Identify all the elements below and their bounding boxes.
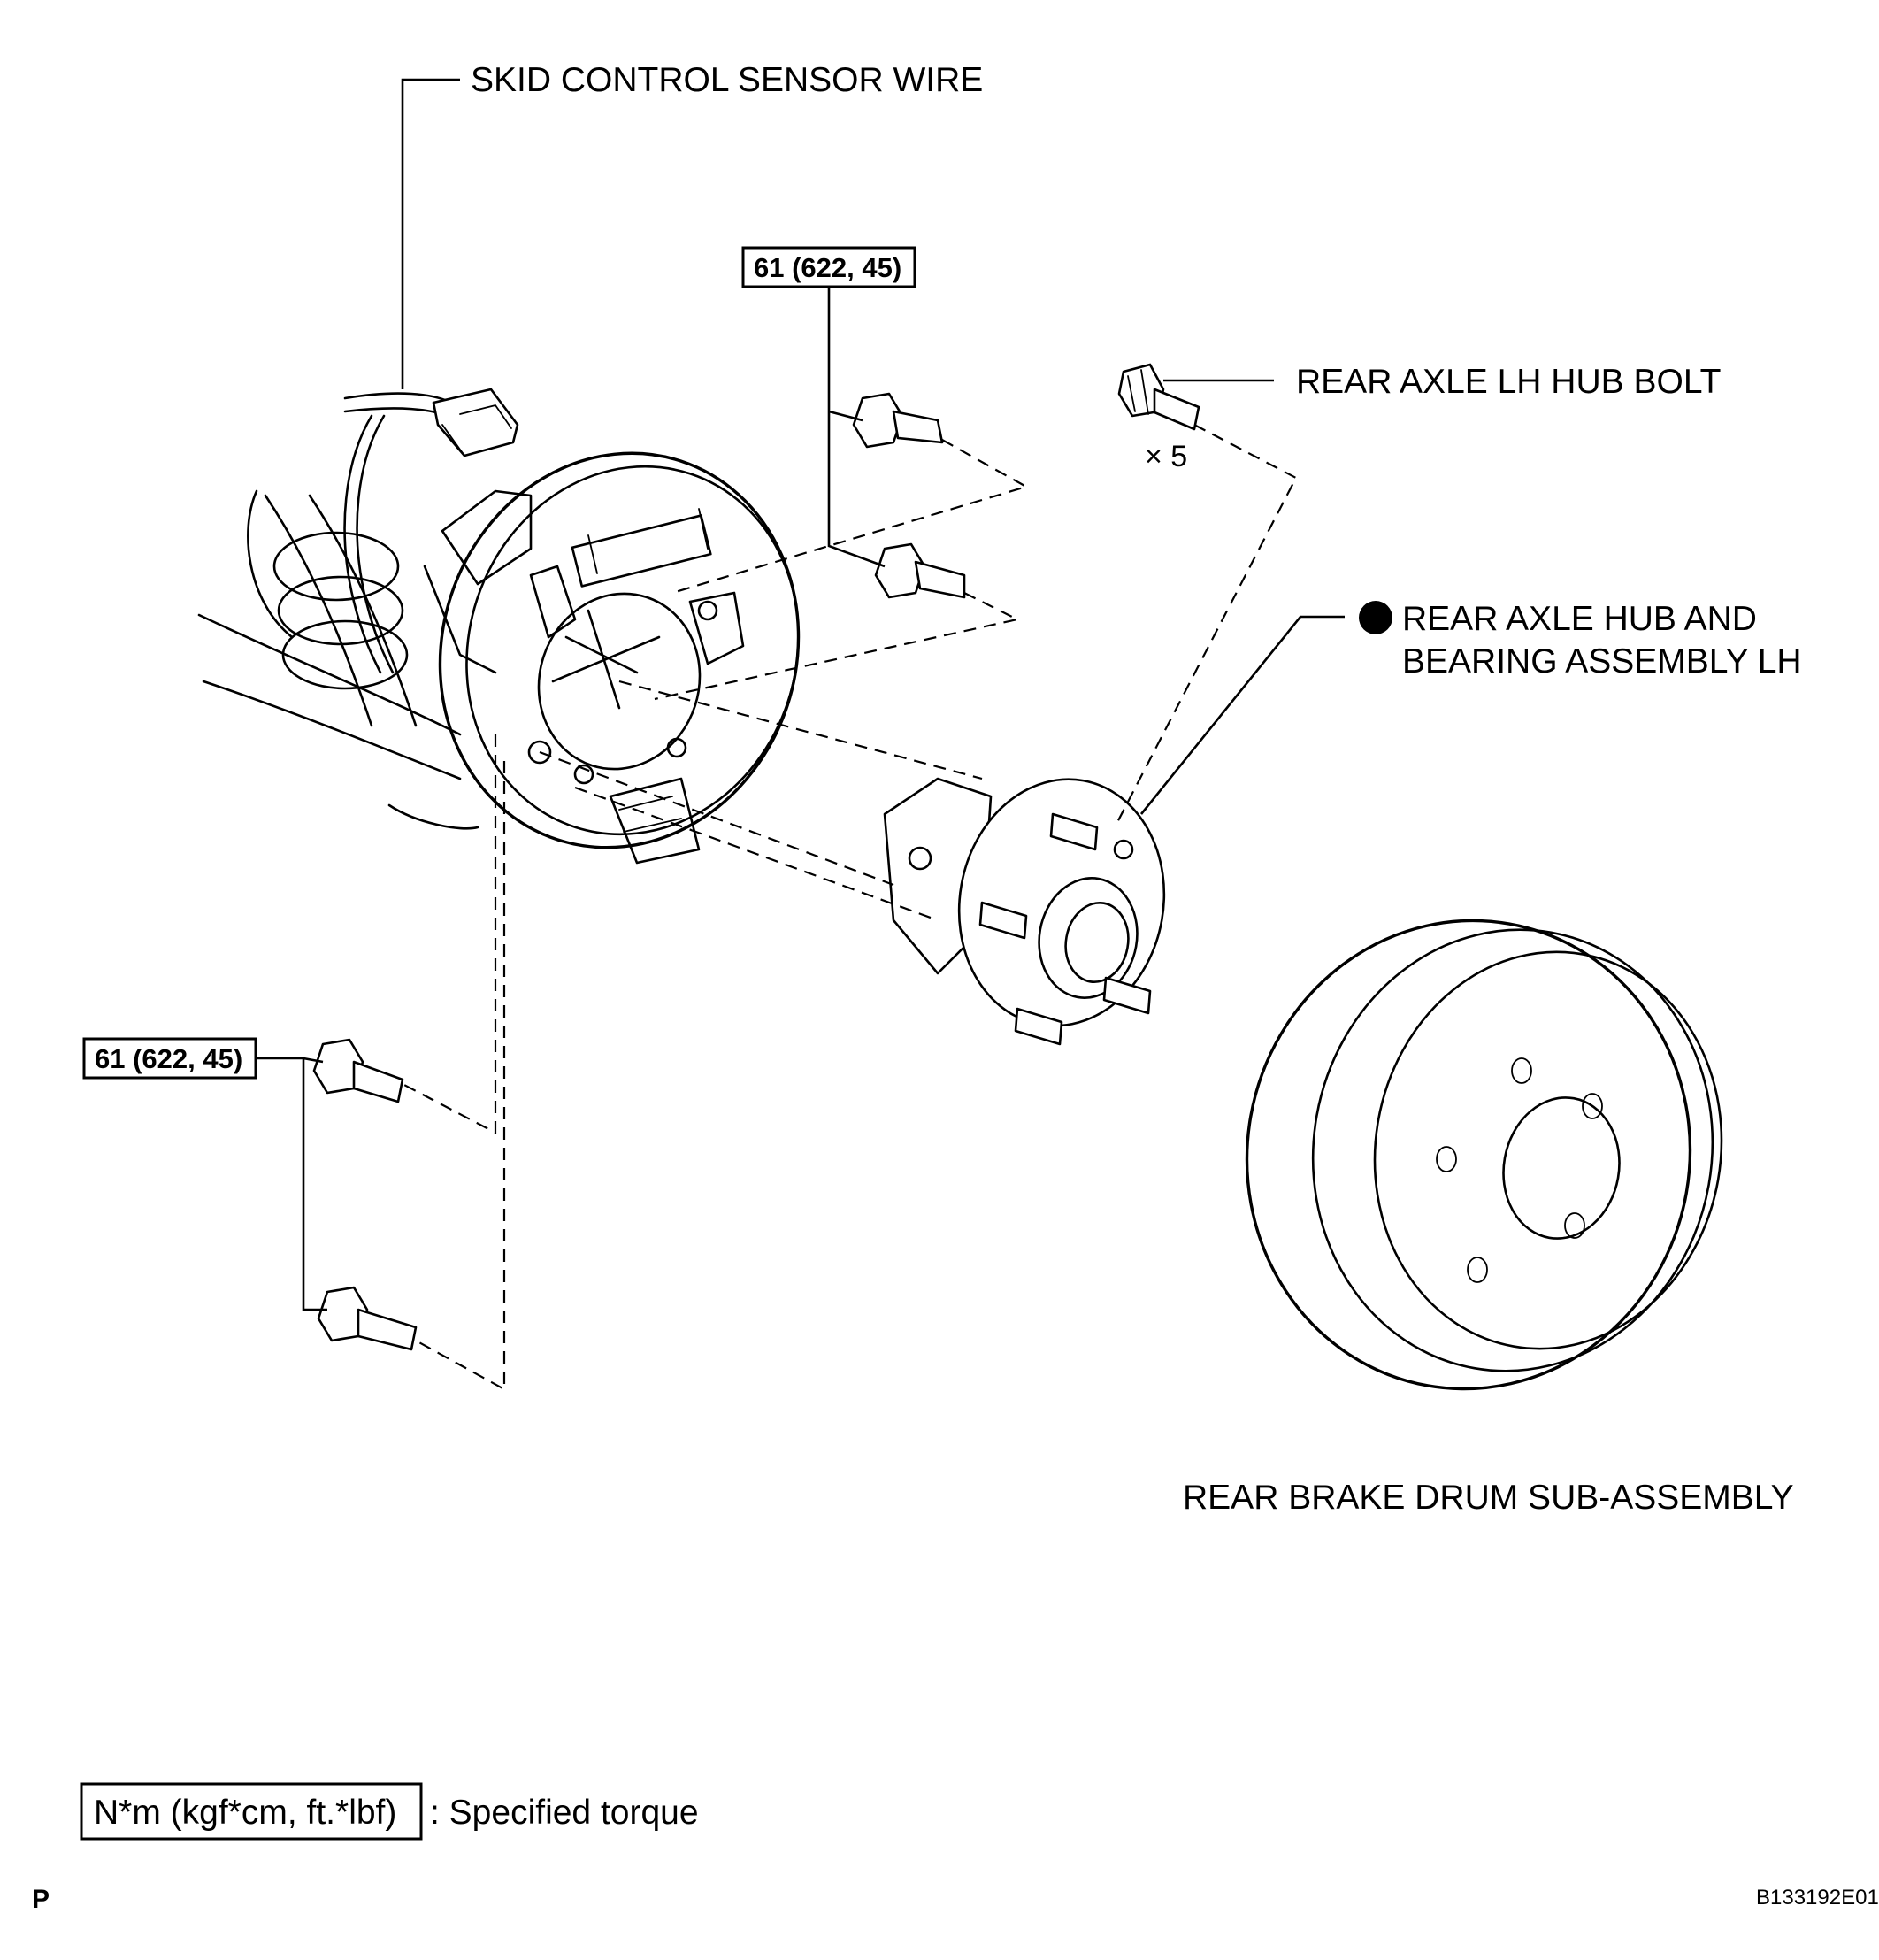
hub-bearing-assembly-drawing — [883, 777, 1166, 1046]
backing-plate-bolt-upper-2 — [874, 542, 966, 599]
backing-plate-bolt-lower-1 — [312, 1038, 404, 1103]
label-skid-control-sensor-wire: SKID CONTROL SENSOR WIRE — [471, 61, 983, 99]
label-hub-bolt-quantity: × 5 — [1145, 440, 1187, 473]
legend-units: N*m (kgf*cm, ft.*lbf) — [94, 1794, 396, 1832]
backing-plate-drawing — [438, 451, 801, 865]
label-hub-bearing-line2: BEARING ASSEMBLY LH — [1402, 642, 1802, 680]
label-rear-brake-drum: REAR BRAKE DRUM SUB-ASSEMBLY — [1183, 1479, 1794, 1517]
torque-value-lower: 61 (622, 45) — [95, 1043, 242, 1074]
torque-value-upper: 61 (622, 45) — [754, 252, 901, 283]
footer-left-mark: P — [32, 1885, 50, 1914]
axle-beam-drawing — [197, 489, 533, 830]
legend-description: : Specified torque — [430, 1794, 699, 1832]
label-hub-bearing-line1: REAR AXLE HUB AND — [1402, 600, 1757, 638]
legend-units-box — [80, 1782, 423, 1841]
figure-id: B133192E01 — [1756, 1886, 1879, 1910]
backing-plate-bolt-lower-2 — [317, 1286, 418, 1351]
label-rear-axle-lh-hub-bolt: REAR AXLE LH HUB BOLT — [1296, 363, 1721, 401]
filled-circle-icon — [1359, 601, 1392, 634]
skid-sensor-wire-drawing — [343, 388, 519, 674]
backing-plate-bolt-upper-1 — [852, 392, 944, 449]
leader-lines — [257, 78, 1345, 1311]
exploded-view-guides — [402, 424, 1298, 1391]
brake-drum-drawing — [1245, 919, 1723, 1391]
torque-box-upper — [741, 246, 916, 288]
hub-bolt-drawing — [1117, 363, 1200, 431]
torque-box-lower — [82, 1037, 257, 1080]
